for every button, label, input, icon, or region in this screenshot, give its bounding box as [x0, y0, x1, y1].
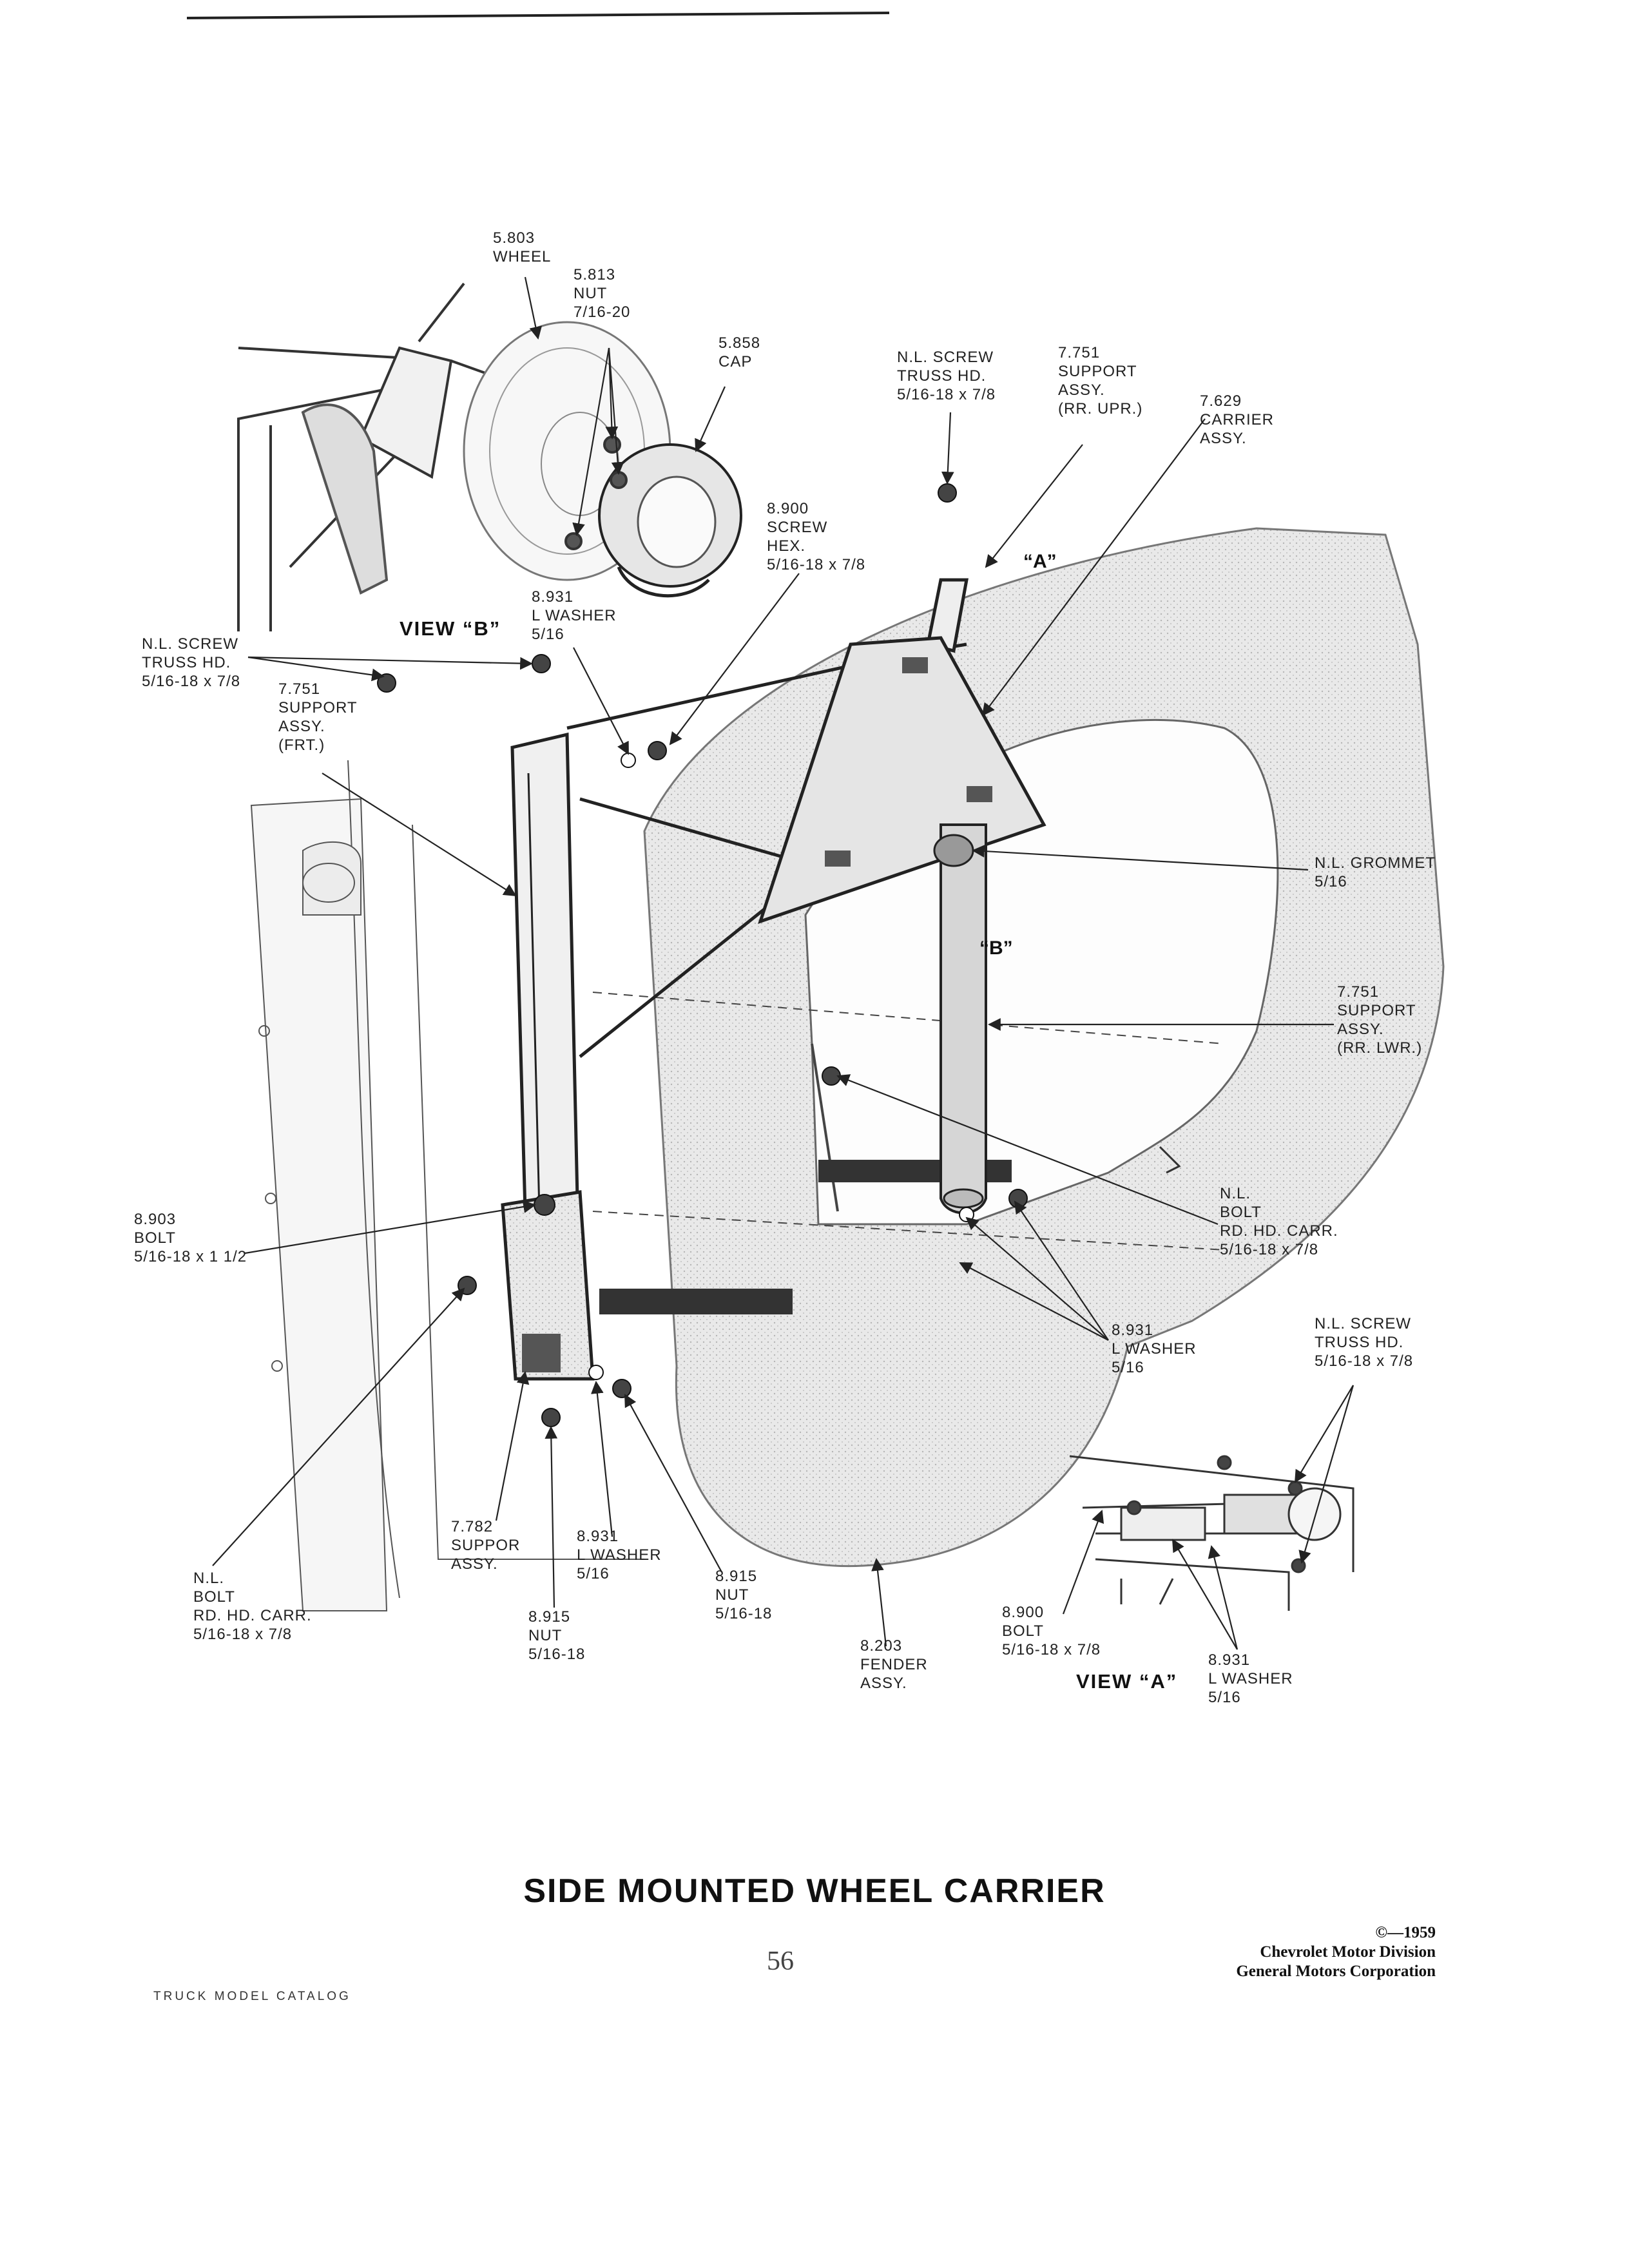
- label-wheel: 5.803 WHEEL: [493, 229, 552, 265]
- screw-hex: [648, 741, 667, 760]
- washer-low: [588, 1365, 604, 1380]
- view-b-illustration: [237, 282, 742, 631]
- wheel-nut-3: [564, 532, 583, 550]
- label-bolt-rd-left: N.L. BOLT RD. HD. CARR. 5/16-18 x 7/8: [193, 1570, 312, 1643]
- label-support-rr-upr: 7.751 SUPPORT ASSY. (RR. UPR.): [1058, 344, 1143, 418]
- nut-low: [612, 1379, 631, 1398]
- label-carrier-assy: 7.629 CARRIER ASSY.: [1200, 392, 1275, 447]
- label-nut-8915-b: 8.915 NUT 5/16-18: [715, 1568, 773, 1622]
- label-support-frt: 7.751 SUPPORT ASSY. (FRT.): [278, 680, 358, 754]
- wheel-nut-2: [610, 471, 628, 489]
- copyright-corporation: General Motors Corporation: [1236, 1963, 1436, 1980]
- label-cap: 5.858 CAP: [718, 334, 761, 370]
- screw-truss-left-2: [532, 654, 551, 673]
- label-nut-8915-a: 8.915 NUT 5/16-18: [528, 1608, 586, 1663]
- label-bolt-rd-right: N.L. BOLT RD. HD. CARR. 5/16-18 x 7/8: [1220, 1185, 1338, 1258]
- fender-illustration: [592, 527, 1445, 1568]
- copyright-division: Chevrolet Motor Division: [1260, 1943, 1436, 1961]
- callout-b: “B”: [979, 937, 1013, 959]
- nut-mid: [1008, 1189, 1028, 1208]
- view-a-illustration: [1069, 1455, 1354, 1611]
- label-screw-hex: 8.900 SCREW HEX. 5/16-18 x 7/8: [767, 500, 866, 573]
- wheel-nut-1: [603, 436, 621, 454]
- label-grommet: N.L. GROMMET 5/16: [1315, 854, 1436, 890]
- bolt-8903: [534, 1194, 555, 1216]
- view-a-title: VIEW “A”: [1076, 1670, 1178, 1693]
- fasteners: [377, 483, 1028, 1427]
- copyright-year: ©—1959: [1375, 1924, 1436, 1941]
- label-nut-wheel: 5.813 NUT 7/16-20: [574, 266, 631, 321]
- label-support-rr-lwr: 7.751 SUPPORT ASSY. (RR. LWR.): [1337, 983, 1423, 1057]
- label-bolt-8903: 8.903 BOLT 5/16-18 x 1 1/2: [134, 1211, 247, 1265]
- label-washer-top: 8.931 L WASHER 5/16: [532, 588, 617, 643]
- front-support: [501, 732, 595, 1381]
- label-washer-mid: 8.931 L WASHER 5/16: [1112, 1321, 1197, 1376]
- carrier-assy: [758, 636, 1046, 1215]
- page-title: SIDE MOUNTED WHEEL CARRIER: [523, 1872, 1106, 1910]
- nut-bottom: [541, 1408, 561, 1427]
- washer-top: [621, 753, 636, 768]
- cab-panels: [250, 760, 644, 1611]
- top-rule: [186, 12, 890, 19]
- page-number: 56: [767, 1946, 794, 1976]
- copyright-block: ©—1959 Chevrolet Motor Division General …: [1236, 1923, 1436, 1981]
- washer-mid: [959, 1207, 974, 1222]
- view-b-title: VIEW “B”: [400, 617, 501, 640]
- label-washer-low: 8.931 L WASHER 5/16: [577, 1528, 662, 1582]
- label-screw-truss-top: N.L. SCREW TRUSS HD. 5/16-18 x 7/8: [897, 349, 996, 403]
- leader-lines: [212, 276, 1354, 1650]
- label-washer-view-a: 8.931 L WASHER 5/16: [1208, 1651, 1293, 1706]
- label-support-7782: 7.782 SUPPOR ASSY.: [451, 1518, 521, 1573]
- footer-catalog-name: TRUCK MODEL CATALOG: [153, 1990, 351, 2003]
- label-bolt-8900: 8.900 BOLT 5/16-18 x 7/8: [1002, 1604, 1101, 1658]
- bolt-rd-right: [822, 1066, 841, 1086]
- label-screw-truss-left: N.L. SCREW TRUSS HD. 5/16-18 x 7/8: [142, 635, 241, 690]
- callout-a: “A”: [1023, 551, 1057, 572]
- label-screw-truss-right: N.L. SCREW TRUSS HD. 5/16-18 x 7/8: [1315, 1315, 1414, 1370]
- label-fender-assy: 8.203 FENDER ASSY.: [860, 1637, 928, 1692]
- screw-top: [938, 483, 957, 503]
